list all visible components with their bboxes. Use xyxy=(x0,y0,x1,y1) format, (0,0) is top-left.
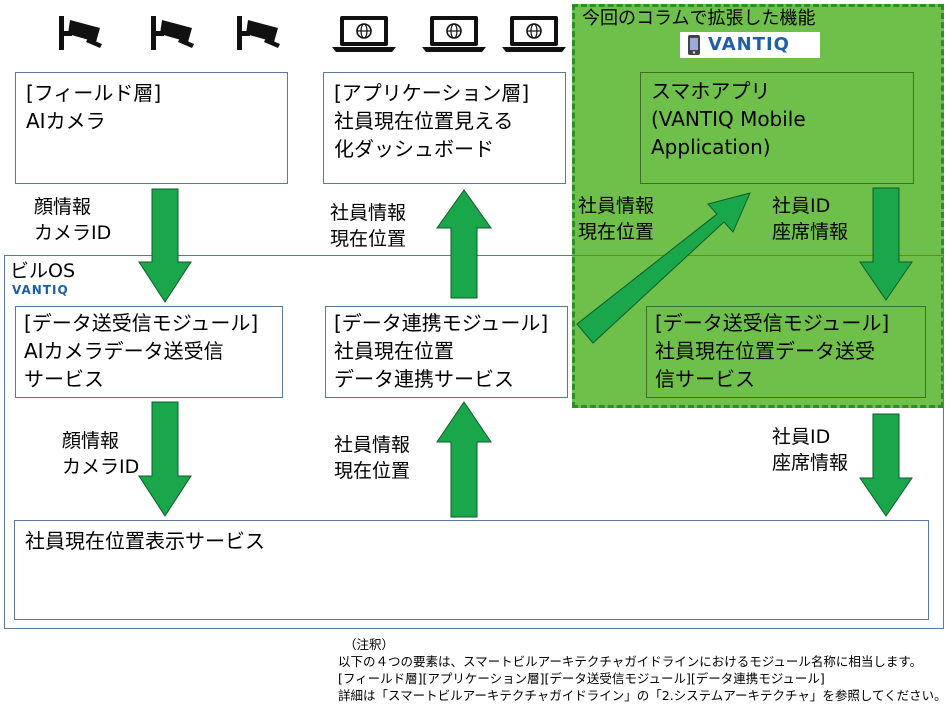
arrow-service-to-link xyxy=(436,401,492,518)
flow-label-smartphone-to-module: 社員ID 座席情報 xyxy=(772,195,849,243)
smartphone-app-line-2: Application) xyxy=(651,135,771,159)
laptop-globe-icon xyxy=(420,14,488,58)
arrow-ext-module-to-service xyxy=(859,413,913,517)
flow-label-to-smartphone: 社員情報 現在位置 xyxy=(578,195,655,243)
footnote-line-2: [フィールド層][アプリケーション層][データ送受信モジュール][データ連携モジ… xyxy=(338,671,825,686)
arrow-field-to-camera-module xyxy=(138,188,192,303)
camera-data-module-box: [データ送受信モジュール] AIカメラデータ送受信 サービス xyxy=(15,306,283,398)
location-display-service-box: 社員現在位置表示サービス xyxy=(14,520,929,620)
flow-label-link-to-app: 社員情報 現在位置 xyxy=(330,202,407,250)
flow-label-service-to-link: 社員情報 現在位置 xyxy=(334,434,411,482)
extension-logo-text: VANTIQ xyxy=(708,34,790,55)
footnote-heading: （注釈） xyxy=(344,637,395,652)
smartphone-app-title: スマホアプリ xyxy=(651,79,771,103)
field-layer-device: AIカメラ xyxy=(26,109,106,133)
extension-module-line-2: 信サービス xyxy=(655,367,755,391)
camera-module-title: [データ送受信モジュール] xyxy=(24,311,259,335)
building-os-logo: VANTIQ xyxy=(12,283,69,297)
camera-module-line-1: AIカメラデータ送受信 xyxy=(24,339,224,363)
field-layer-title: [フィールド層] xyxy=(26,81,162,105)
building-os-label: ビルOS xyxy=(10,260,76,282)
field-layer-box: [フィールド層] AIカメラ xyxy=(15,72,288,184)
arrow-camera-module-to-service xyxy=(138,401,192,517)
extension-logo: VANTIQ xyxy=(680,32,820,58)
footnote-line-3: 詳細は「スマートビルアーキテクチャガイドライン」の「2.システムアーキテクチャ」… xyxy=(338,688,947,703)
laptop-globe-icon xyxy=(330,14,398,58)
smartphone-app-line-1: (VANTIQ Mobile xyxy=(651,107,806,131)
smartphone-icon xyxy=(686,34,702,60)
data-link-module-box: [データ連携モジュール] 社員現在位置 データ連携サービス xyxy=(325,306,568,398)
security-camera-icon xyxy=(58,14,104,58)
extension-module-title: [データ送受信モジュール] xyxy=(655,311,890,335)
security-camera-icon xyxy=(150,14,196,58)
application-layer-line-2: 化ダッシュボード xyxy=(334,137,494,161)
application-layer-title: [アプリケーション層] xyxy=(334,81,530,105)
security-camera-icon xyxy=(236,14,282,58)
arrow-link-to-smartphone xyxy=(576,192,751,344)
flow-label-field-to-module: 顔情報 カメラID xyxy=(34,196,112,244)
link-module-line-1: 社員現在位置 xyxy=(334,339,454,363)
laptop-globe-icon xyxy=(500,14,568,58)
flow-label-module-to-service: 顔情報 カメラID xyxy=(62,430,140,478)
application-layer-line-1: 社員現在位置見える xyxy=(334,109,514,133)
arrow-link-to-application xyxy=(436,189,492,299)
smartphone-app-box: スマホアプリ (VANTIQ Mobile Application) xyxy=(640,72,914,184)
footnote-line-1: 以下の４つの要素は、スマートビルアーキテクチャガイドラインにおけるモジュール名称… xyxy=(338,654,923,669)
footnote: （注釈） 以下の４つの要素は、スマートビルアーキテクチャガイドラインにおけるモジ… xyxy=(338,636,947,704)
extension-data-module-box: [データ送受信モジュール] 社員現在位置データ送受 信サービス xyxy=(646,306,926,398)
arrow-smartphone-to-module xyxy=(859,187,913,301)
extension-title: 今回のコラムで拡張した機能 xyxy=(582,8,816,29)
location-display-service-label: 社員現在位置表示サービス xyxy=(25,529,265,553)
extension-module-line-1: 社員現在位置データ送受 xyxy=(655,339,875,363)
camera-module-line-2: サービス xyxy=(24,367,104,391)
link-module-title: [データ連携モジュール] xyxy=(334,311,549,335)
link-module-line-2: データ連携サービス xyxy=(334,367,514,391)
flow-label-ext-module-out: 社員ID 座席情報 xyxy=(772,426,849,474)
application-layer-box: [アプリケーション層] 社員現在位置見える 化ダッシュボード xyxy=(323,72,566,184)
